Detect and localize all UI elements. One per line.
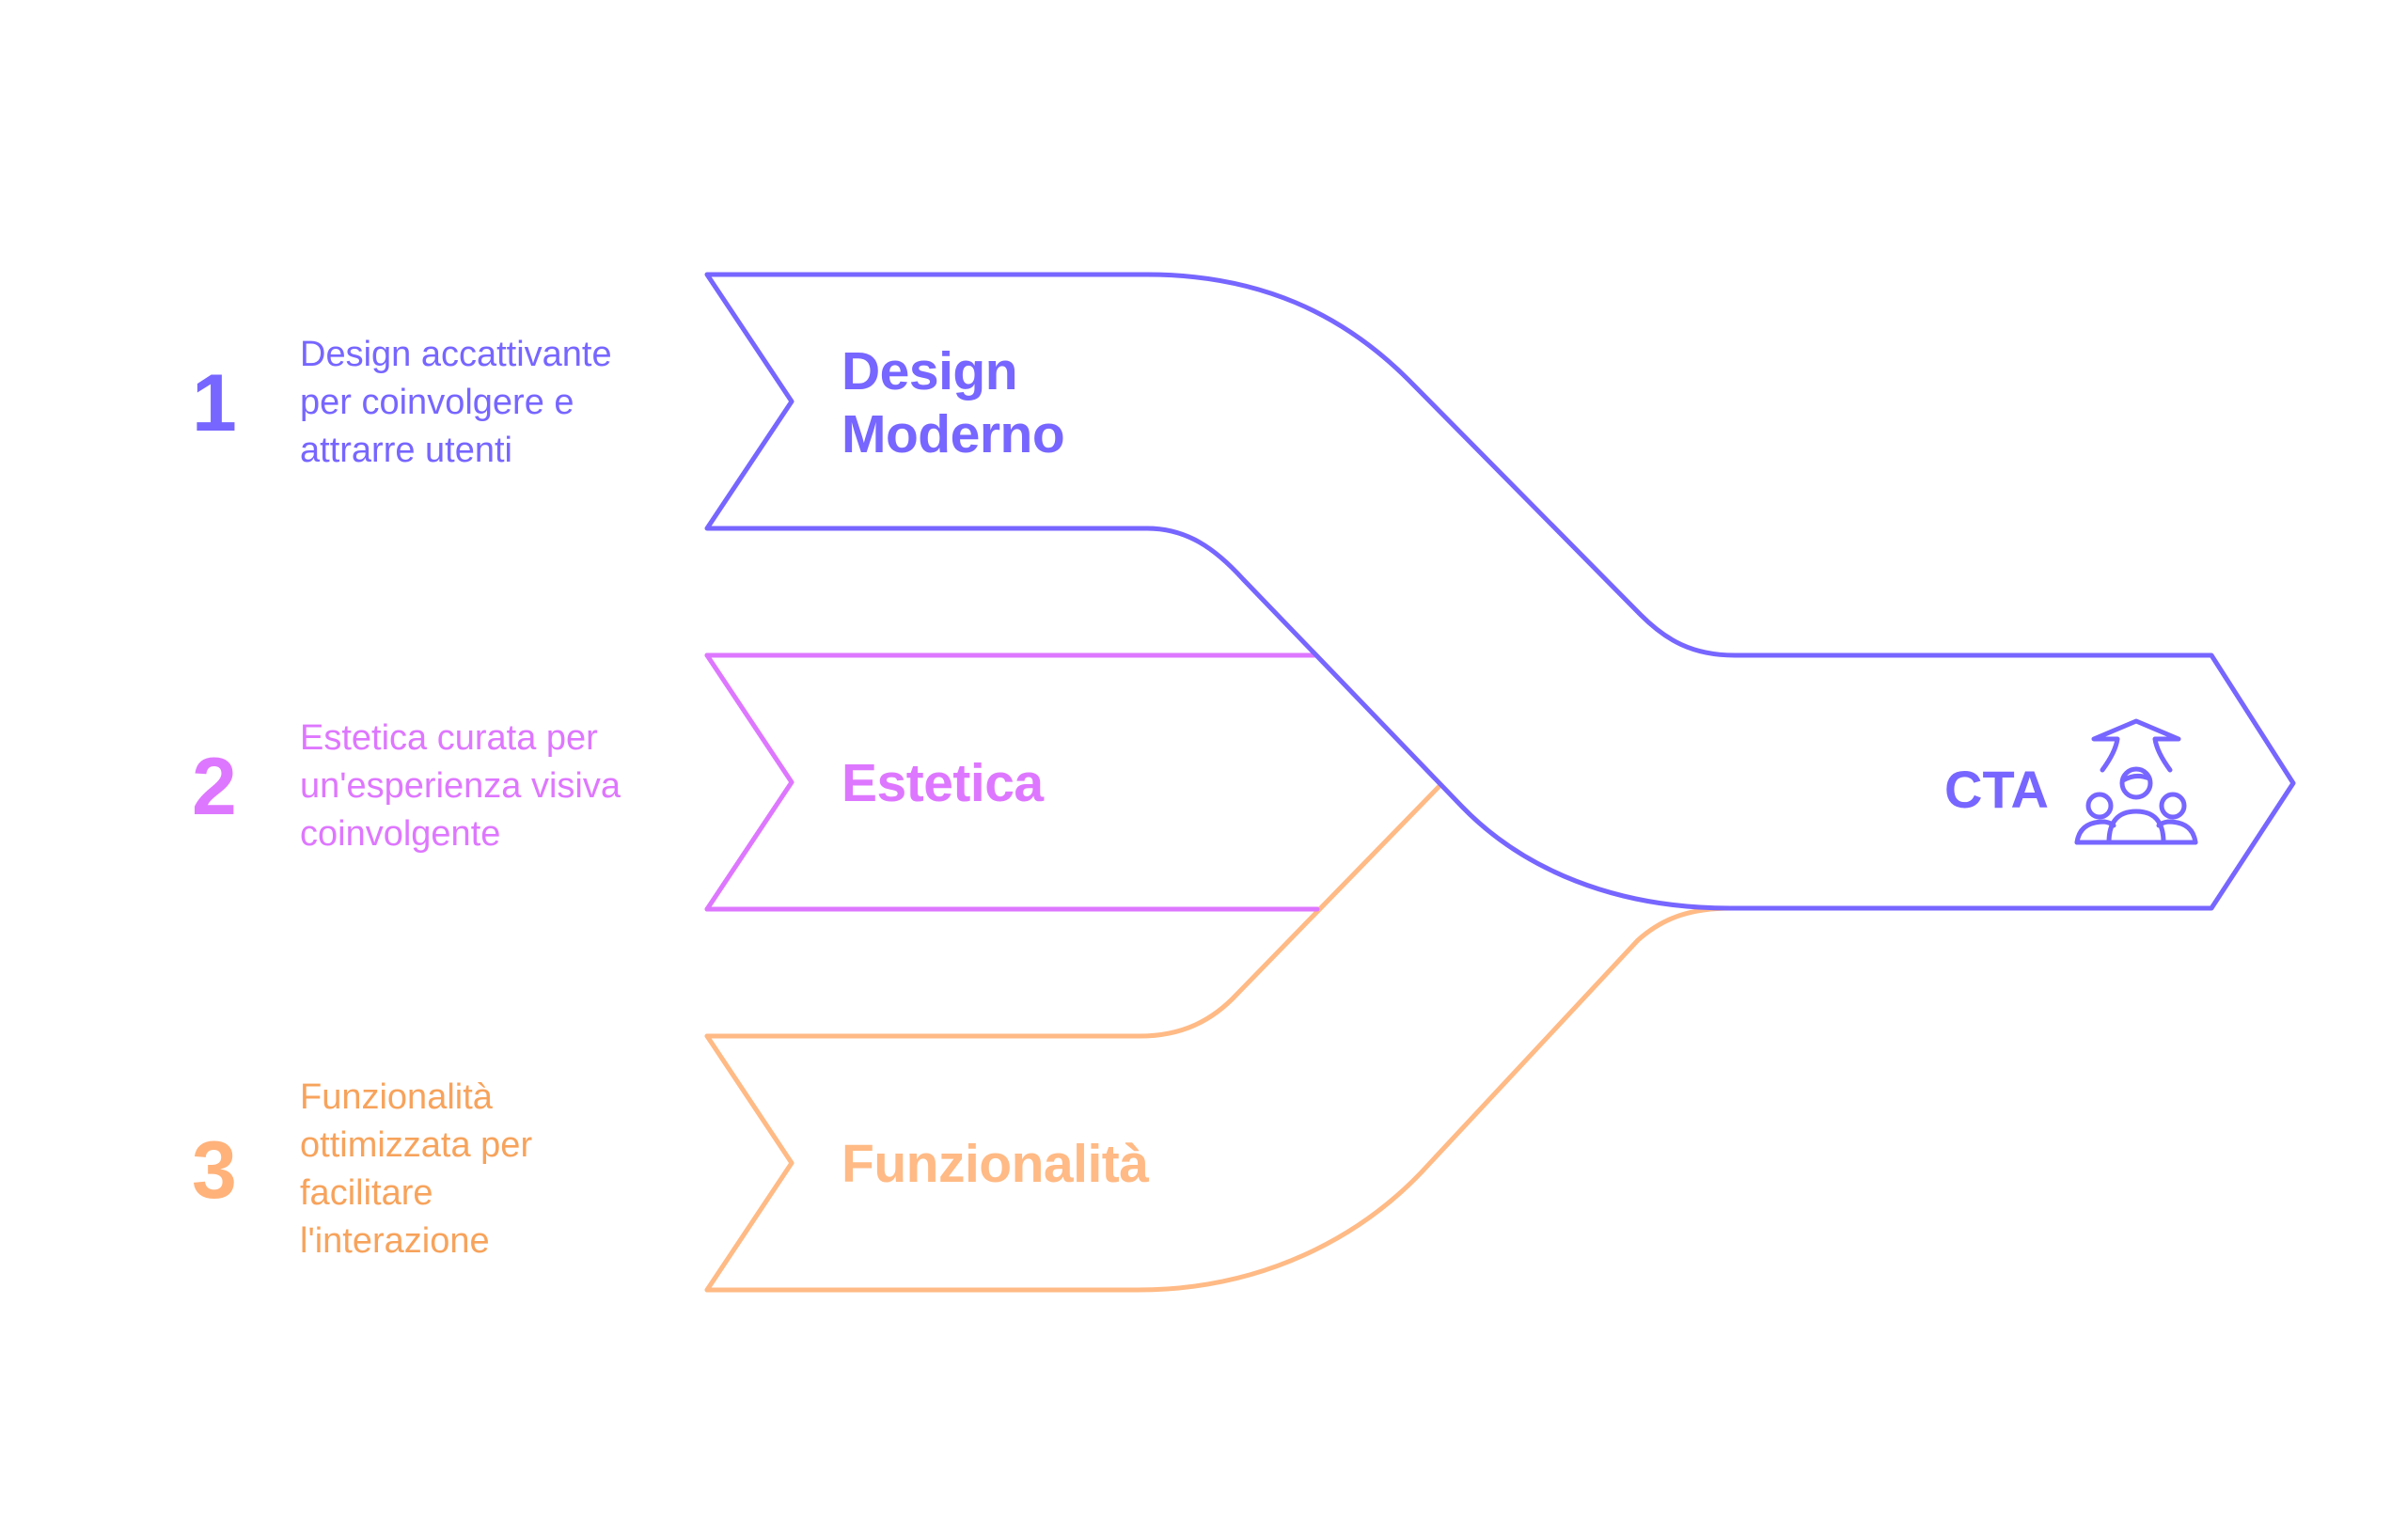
step-2-description: Estetica curata per un'esperienza visiva… — [300, 715, 621, 858]
step-2-number: 2 — [192, 742, 237, 832]
funzionalita-arrow-top-edge — [704, 782, 1443, 1039]
step-3-number: 3 — [192, 1125, 237, 1216]
estetica-arrow-shape — [704, 652, 1320, 912]
step-3-description-line: Funzionalità — [300, 1077, 493, 1117]
center-person-hair — [2120, 773, 2152, 783]
step-2-label: Estetica — [842, 752, 1044, 815]
step-3-description-line: ottimizzata per — [300, 1125, 533, 1165]
left-person-body — [2074, 819, 2116, 845]
funzionalita-arrow-bottom-edge — [704, 905, 1735, 1293]
step-1-description-line: per coinvolgere e — [300, 383, 574, 422]
step-3-description-line: facilitare — [300, 1173, 433, 1213]
cta-label: CTA — [1944, 760, 2049, 819]
step-2-description-line: un'esperienza visiva — [300, 766, 621, 806]
step-1-description: Design accattivante per coinvolgere e at… — [300, 331, 612, 475]
arrow-head — [2091, 718, 2181, 773]
step-3-label: Funzionalità — [842, 1133, 1149, 1196]
step-3-label-line: Funzionalità — [842, 1134, 1149, 1194]
step-2-description-line: coinvolgente — [300, 814, 501, 854]
center-person-body — [2106, 809, 2166, 845]
left-person-head — [2085, 792, 2114, 820]
step-3-description: Funzionalità ottimizzata per facilitare … — [300, 1074, 532, 1265]
step-3-description-line: l'interazione — [300, 1221, 490, 1261]
step-1-label-line: Design — [842, 341, 1018, 401]
right-person-head — [2159, 792, 2187, 820]
step-1-description-line: Design accattivante — [300, 335, 612, 374]
step-1-description-line: attrarre utenti — [300, 431, 512, 470]
step-1-number: 1 — [192, 358, 237, 448]
right-person-body — [2156, 819, 2198, 845]
step-1-label-line: Moderno — [842, 404, 1065, 464]
center-person-head — [2119, 766, 2153, 800]
funzionalita-arrow-notch — [704, 1033, 794, 1293]
estetica-arrow-notch — [704, 652, 794, 912]
step-1-label: Design Moderno — [842, 340, 1065, 466]
funzionalita-arrow-shape — [704, 782, 1735, 1293]
step-2-label-line: Estetica — [842, 753, 1044, 813]
people-growth-arrow-icon — [2074, 718, 2198, 845]
design-moderno-to-cta-shape — [704, 272, 2296, 911]
step-2-description-line: Estetica curata per — [300, 718, 598, 758]
